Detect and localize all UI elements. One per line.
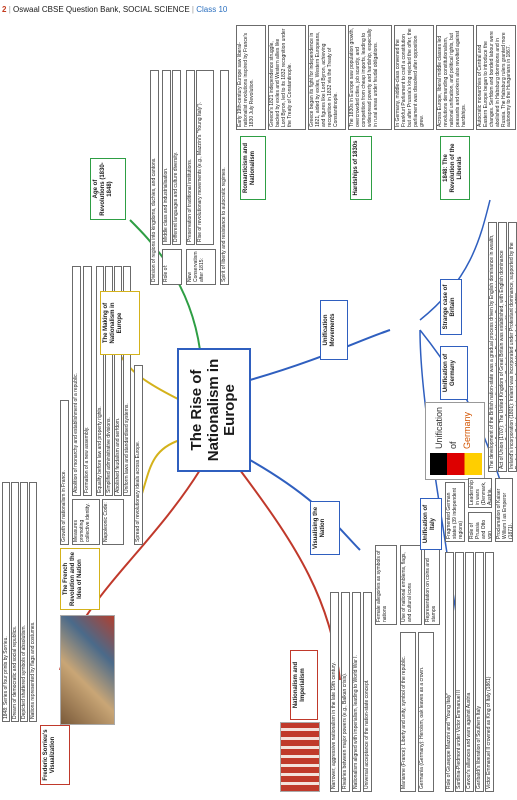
romanticism-text: Early 19th-century Europe saw liberal-na… [236, 25, 266, 130]
frederic-item: Dream of democratic and social republics… [11, 482, 19, 722]
italy-item: Garibaldi's liberation of Southern Italy [475, 552, 484, 792]
greece-text: Greece's 1821 independence struggle, bac… [268, 25, 306, 130]
frederic-item: Nations represented by flags and costume… [29, 482, 37, 722]
french-napoleonic: Napoleonic Code: [102, 499, 124, 545]
visual-female-item: Germania (Germany): Heroism, oak leaves … [418, 632, 434, 792]
class-label: Class 10 [196, 5, 228, 14]
page-number: 2 [2, 5, 7, 14]
visual-emblems: Use of national emblems, flags, and cult… [400, 545, 422, 625]
mind-map: The Rise of Nationalism in Europe Freder… [0, 20, 517, 800]
central-topic: The Rise of Nationalism in Europe [177, 348, 251, 472]
liberals-title: 1848: The Revolution of the Liberals [440, 136, 470, 200]
hardships-title: Hardships of 1830s [350, 136, 372, 200]
connector-britain [419, 199, 491, 321]
making-conservatism-item: Rise of revolutionary movements (e.g., M… [196, 70, 214, 245]
visual-title: Visualising the Nation [310, 501, 340, 555]
making-division: Division of regions into kingdoms, duchi… [150, 70, 159, 285]
imperialism-item: Nationalism aligned with imperialism, le… [352, 592, 361, 792]
header-separator-2: | [191, 5, 194, 14]
imperialism-item: Narrower, aggressive nationalism in the … [330, 592, 339, 792]
italy-item: Victor Emmanuel II crowned as King of It… [485, 552, 494, 792]
making-conservatism-item: Preservation of traditional institutions… [186, 70, 195, 245]
page-header: 2 | Oswaal CBSE Question Bank, SOCIAL SC… [0, 0, 517, 20]
header-separator: | [8, 5, 11, 14]
making-title: The Making of Nationalism in Europe [100, 291, 140, 355]
germany-kaiser: Proclamation of Kaiser William I as Empe… [495, 478, 513, 542]
revolutions-title: Age of Revolutions (1830-1848) [90, 158, 126, 220]
britain-title: Strange case of Britain [440, 279, 462, 335]
visual-female-item: Marianne (France): Liberty and unity, sy… [400, 632, 416, 792]
germany-title: Unification of Germany [440, 346, 468, 400]
french-measure-item: Formation of a new assembly. [83, 266, 92, 496]
hardships-text: The 1830s in Europe saw population growt… [348, 25, 392, 130]
visual-coins: Representation on coins and stamps [424, 545, 440, 625]
italy-title: Unification of Italy [420, 498, 442, 550]
italy-item: Cavour's alliances and wars against Aust… [465, 552, 474, 792]
book-title: Oswaal CBSE Question Bank, SOCIAL SCIENC… [13, 5, 190, 14]
frederic-item: 1848: Series of four prints by Sorrieu. [2, 482, 10, 722]
italy-item: Sardinia-Piedmont under Victor Emmanuel … [455, 552, 464, 792]
french-revolution-illustration [60, 615, 115, 725]
liberals-text: Autocratic monarchies of Central and Eas… [476, 25, 516, 130]
french-growth: Growth of nationalism in France. [60, 400, 69, 545]
french-measures: Measures promoting collective identity. [72, 499, 100, 545]
liberals-text: Across Europe, liberal middle classes le… [436, 25, 474, 130]
imperialism-item: Universal acceptance of the nation-state… [363, 592, 372, 792]
frederic-item: Depicted shattered symbols of absolutism… [20, 482, 28, 722]
frederic-title: Frederic Sorrieu's Visualization [40, 725, 70, 785]
germany-prussia: Role of Prussia and Otto von Bismarck [468, 512, 492, 542]
liberals-text: In Germany, middle-class convened the Fr… [394, 25, 434, 130]
french-measure-item: Abolition of monarchy and establishment … [72, 266, 81, 496]
germany-fragmented: Fragmented German states (39 independent… [445, 482, 465, 542]
making-role: Role of: [162, 249, 182, 285]
french-title: The French Revolution and the Idea of Na… [60, 548, 100, 610]
britain-item: Ireland's incorporation (1801): Ireland … [508, 222, 517, 472]
connector-french [139, 439, 181, 501]
movements-title: Unification Movements [320, 300, 348, 360]
imperialism-item: Rivalries between major powers (e.g., Ba… [341, 592, 350, 792]
making-role-item: Middle class and industrialisation. [162, 70, 171, 245]
germany-wars: Leadership in wars (Denmark, Austria, Fr… [468, 478, 492, 508]
germany-image-text: Germany [462, 411, 472, 449]
german-flag-icon [430, 453, 482, 475]
italy-item: Role of Giuseppe Mazzini and "Young Ital… [445, 552, 454, 792]
making-role-item: Different languages and culture diversit… [172, 70, 181, 245]
french-spread: Spread of revolutionary ideals across Eu… [134, 365, 143, 545]
germany-image-text: Unification [434, 406, 444, 449]
making-conservatism: New Conservatism after 1815: [186, 249, 216, 285]
germany-image-text: of [448, 441, 458, 449]
visual-female: Female allegories as symbols of nations [375, 545, 397, 625]
britain-item: The development of the British nation-st… [488, 222, 497, 472]
romanticism-title: Romanticism and Nationalism [240, 136, 266, 200]
imperialism-title: Nationalism and Imperialism [290, 650, 318, 720]
imperialism-illustration [280, 722, 320, 792]
greece-text: Greece began its fight for independence … [308, 25, 346, 130]
germany-illustration: Unification of Germany [425, 402, 485, 480]
making-spirit: Spirit of liberty and resistance to auto… [220, 70, 229, 285]
britain-item: Act of Union (1707): The United Kingdom … [498, 222, 507, 472]
